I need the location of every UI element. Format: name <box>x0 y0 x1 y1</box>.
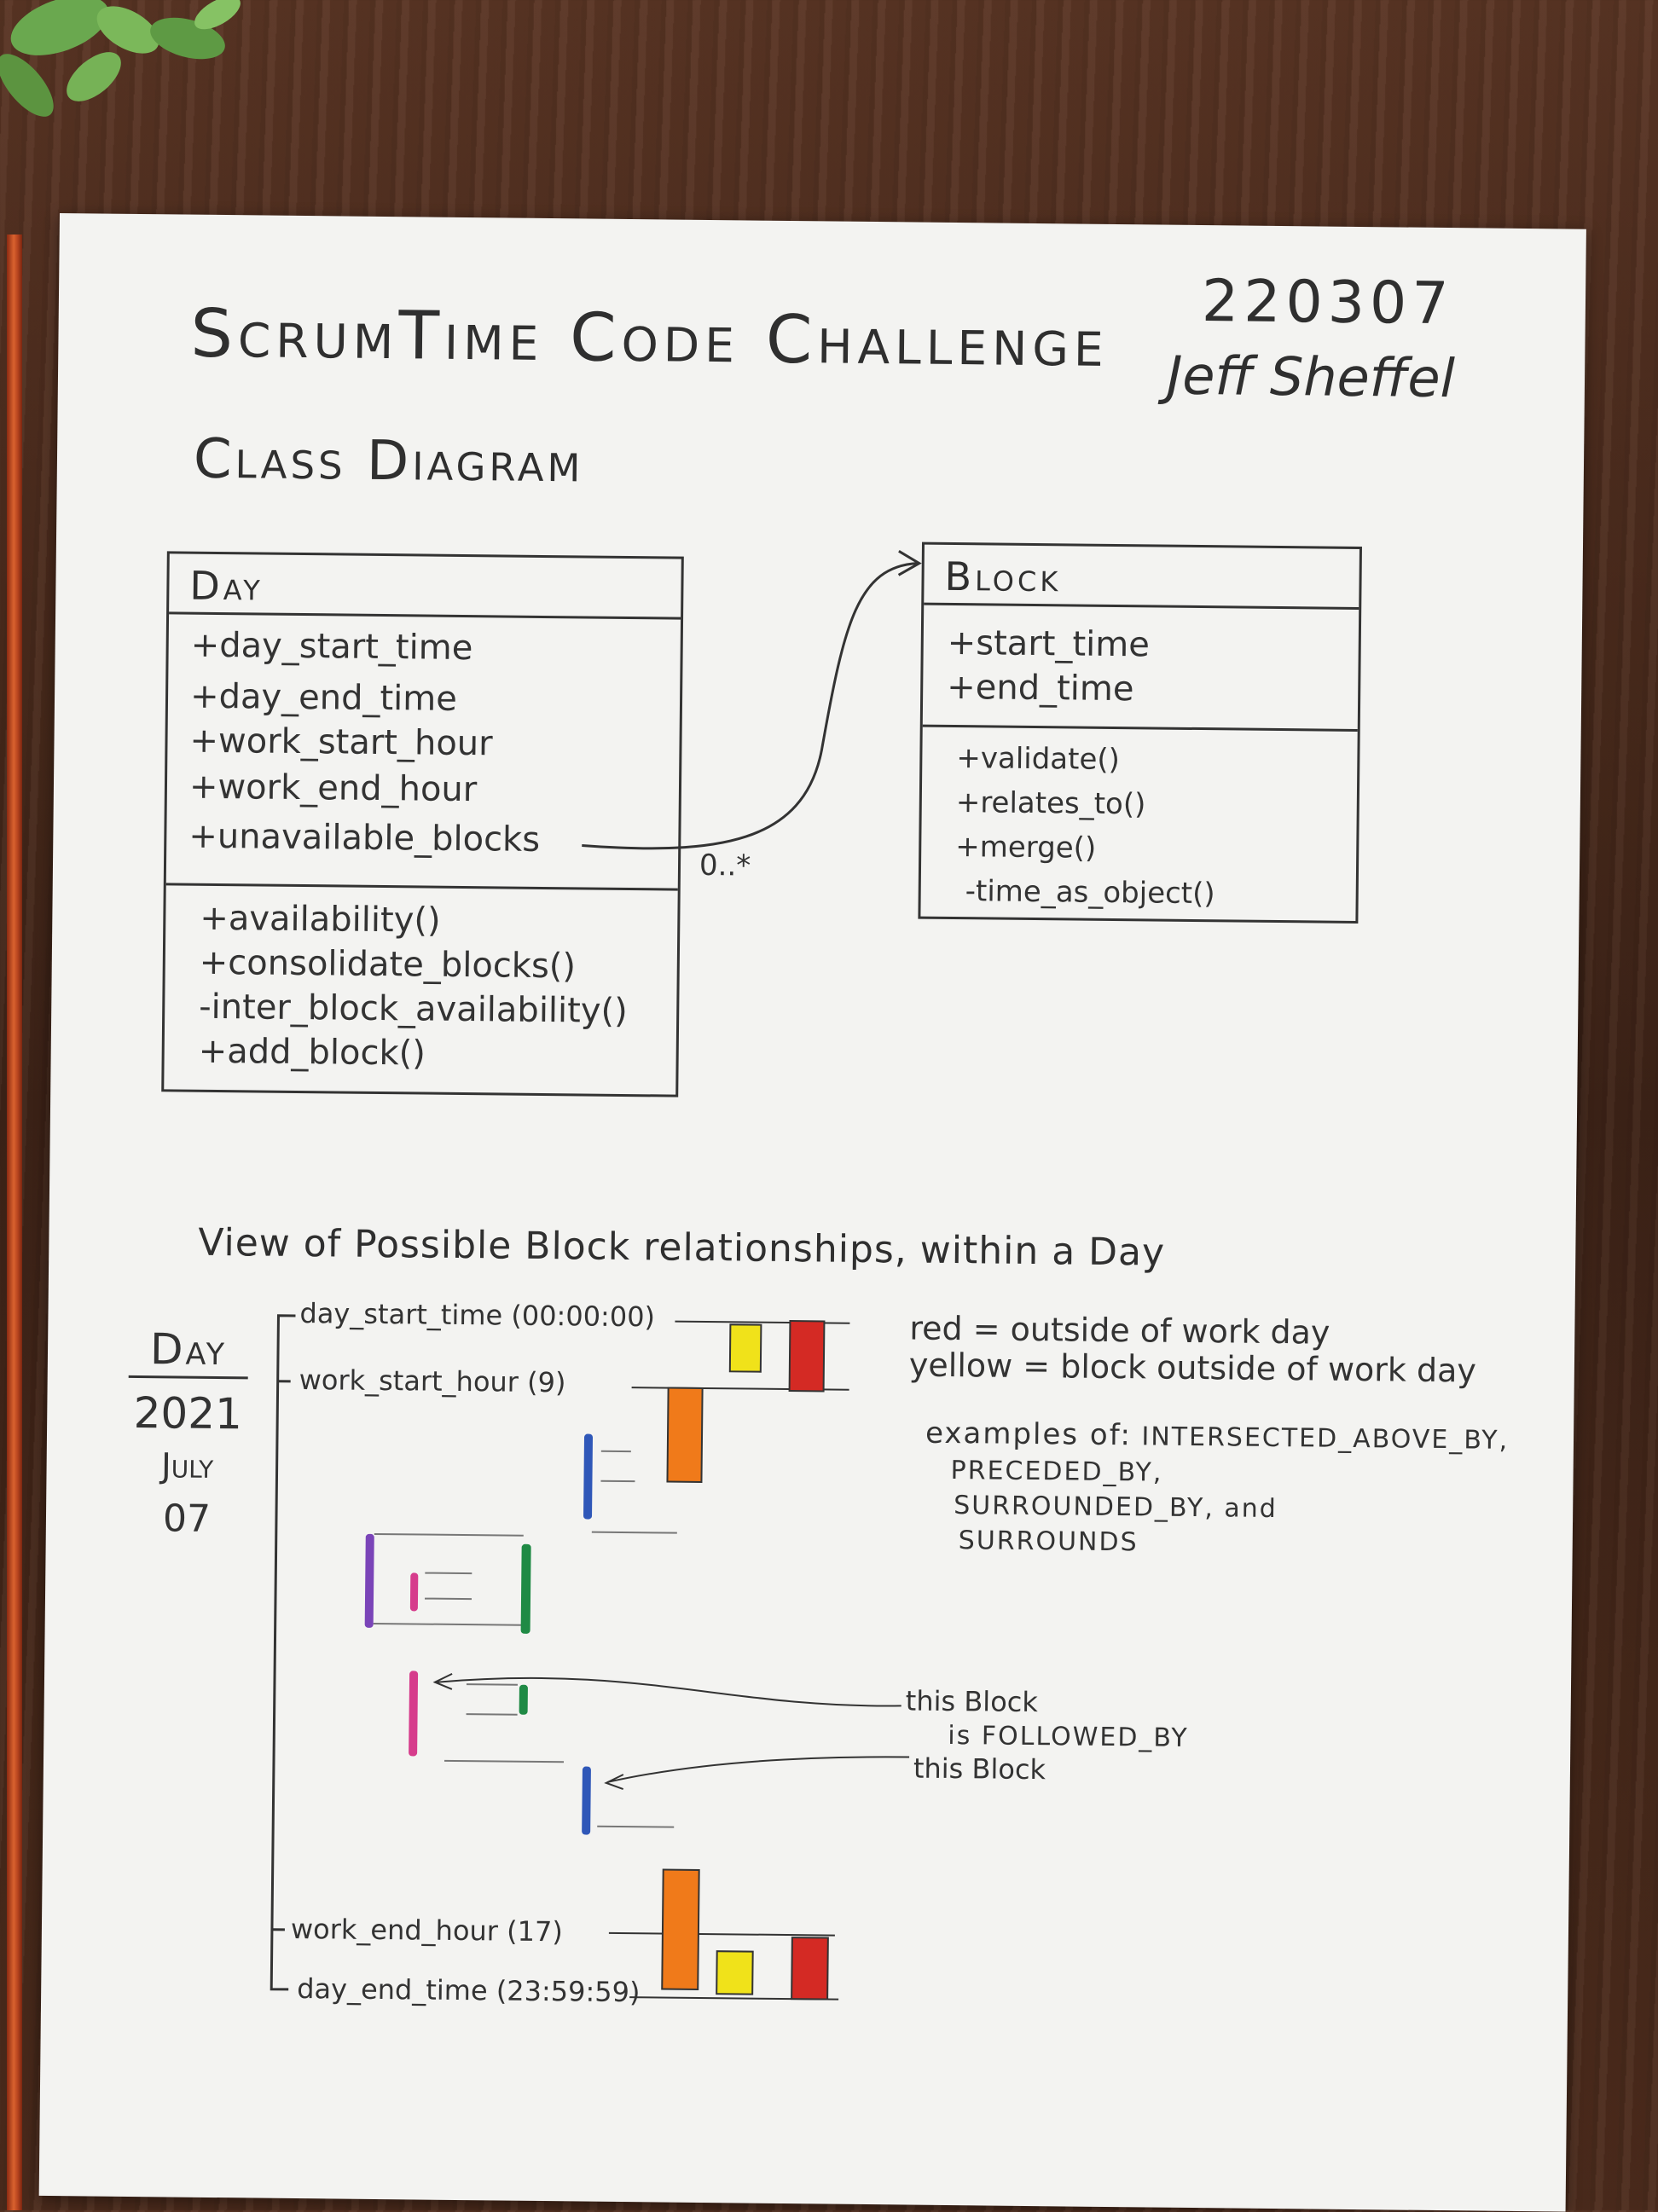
example-surrounded-by: SURROUNDED_BY, and <box>954 1491 1508 1526</box>
block-relationship-diagram <box>39 213 1586 2212</box>
yellow-block-top <box>730 1324 762 1371</box>
examples-block: examples of: INTERSECTED_ABOVE_BY, PRECE… <box>925 1416 1510 1561</box>
annotation-line-2: is FOLLOWED_BY <box>948 1721 1189 1753</box>
example-preceded: PRECEDED_BY, <box>950 1456 1508 1491</box>
plant-leaves-decoration <box>0 0 256 171</box>
annotation-line-1: this Block <box>906 1684 1190 1719</box>
example-surrounds: SURROUNDS <box>959 1526 1508 1561</box>
work-start-label: work_start_hour (9) <box>299 1364 565 1398</box>
red-block-bottom <box>791 1937 828 1999</box>
annotation-line-3: this Block <box>913 1752 1189 1787</box>
yellow-block-bottom <box>716 1951 753 1994</box>
red-block-top <box>790 1321 825 1391</box>
paper-sheet: ScrumTime Code Challenge 220307 Jeff She… <box>39 213 1586 2212</box>
annotation-text: this Block is FOLLOWED_BY this Block <box>905 1684 1190 1786</box>
blue-block-lower <box>582 1767 591 1835</box>
work-end-label: work_end_hour (17) <box>291 1913 563 1948</box>
blue-block-upper <box>583 1434 593 1520</box>
pink-block-followed <box>409 1671 418 1756</box>
green-block-short <box>519 1685 528 1715</box>
binder-edge <box>7 235 22 2210</box>
examples-prefix: examples of: <box>925 1416 1132 1453</box>
annotation-arrow-1 <box>437 1677 901 1706</box>
annotation-arrow-2 <box>608 1754 909 1786</box>
pink-block-inner <box>410 1572 418 1611</box>
purple-block <box>365 1534 374 1628</box>
green-block-tall <box>521 1544 531 1634</box>
orange-block-top <box>667 1388 702 1482</box>
legend-yellow: yellow = block outside of work day <box>909 1346 1476 1390</box>
orange-block-bottom <box>662 1870 699 1989</box>
day-end-label: day_end_time (23:59:59) <box>297 1972 641 2008</box>
legend-red: red = outside of work day <box>909 1310 1330 1352</box>
example-intersected: INTERSECTED_ABOVE_BY, <box>1141 1422 1509 1456</box>
day-start-label: day_start_time (00:00:00) <box>299 1297 655 1333</box>
